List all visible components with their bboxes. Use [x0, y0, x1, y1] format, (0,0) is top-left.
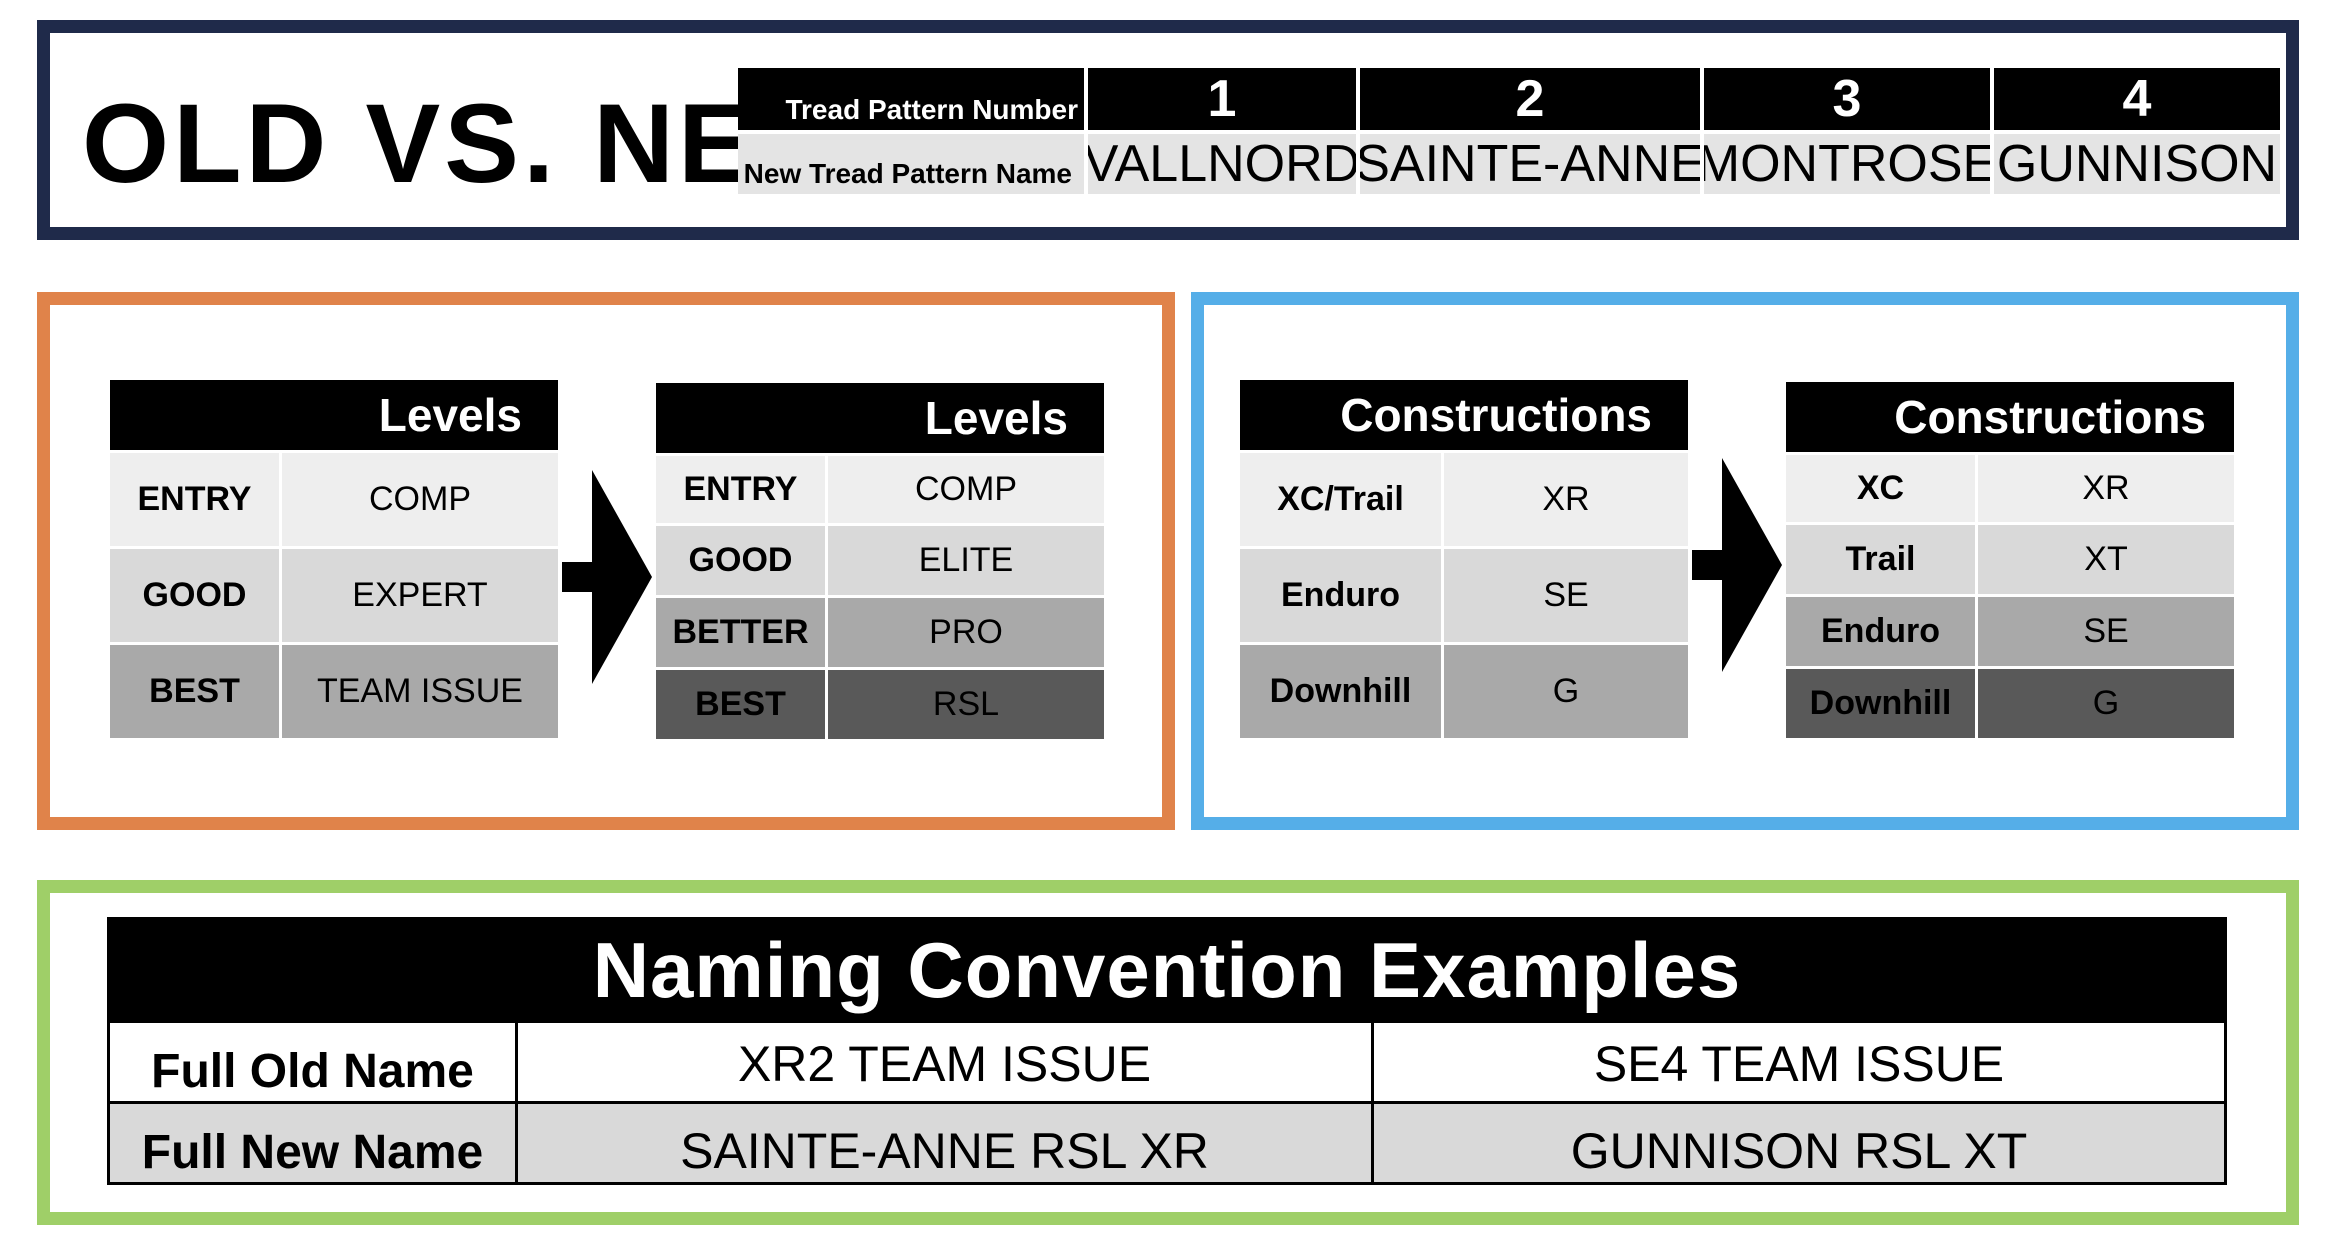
table-row: Enduro SE — [1786, 594, 2234, 666]
row-key: Trail — [1786, 525, 1978, 594]
row-value: TEAM ISSUE — [317, 672, 523, 710]
table-row: Full Old Name XR2 TEAM ISSUE SE4 TEAM IS… — [110, 1020, 2224, 1101]
row-label: Full Old Name — [110, 1023, 518, 1101]
top-panel — [37, 20, 2299, 240]
row-key: Downhill — [1786, 669, 1978, 738]
tread-name-label: New Tread Pattern Name — [738, 130, 1088, 194]
table-row: BEST RSL — [656, 667, 1104, 739]
table-row: Full New Name SAINTE-ANNE RSL XR GUNNISO… — [110, 1101, 2224, 1182]
table-row: Enduro SE — [1240, 546, 1688, 642]
table-row: Trail XT — [1786, 522, 2234, 594]
table-row: XC/Trail XR — [1240, 450, 1688, 546]
constructions-panel — [1191, 292, 2299, 830]
row-value: EXPERT — [352, 576, 488, 614]
constructions-old-header: Constructions — [1240, 380, 1688, 450]
row-value: SE4 TEAM ISSUE — [1593, 1036, 2005, 1092]
table-row: BETTER PRO — [656, 595, 1104, 667]
tread-number-3: 3 — [1704, 68, 1994, 130]
row-value: SAINTE-ANNE RSL XR — [518, 1104, 1374, 1182]
row-key: BEST — [656, 670, 828, 739]
table-row: ENTRY COMP — [656, 453, 1104, 523]
page-title: OLD VS. NEW — [82, 81, 867, 206]
row-key: BEST — [110, 645, 282, 738]
constructions-new-header: Constructions — [1786, 382, 2234, 452]
row-value: GUNNISON RSL XT — [1570, 1123, 2028, 1179]
table-row: ENTRY COMP — [110, 450, 558, 546]
tread-number-row: Tread Pattern Number 1 2 3 4 — [738, 68, 2280, 130]
row-value: XR — [1542, 480, 1590, 518]
row-value: XR2 TEAM ISSUE — [518, 1023, 1374, 1101]
row-value: XR — [2082, 469, 2130, 507]
naming-panel — [37, 880, 2299, 1225]
row-key: BETTER — [656, 598, 828, 667]
table-row: Downhill G — [1786, 666, 2234, 738]
tread-number-2: 2 — [1360, 68, 1704, 130]
row-value: COMP — [369, 480, 471, 518]
row-value: SE — [1543, 576, 1589, 614]
levels-new-table: Levels ENTRY COMP GOOD ELITE BETTER PRO … — [656, 383, 1104, 739]
row-key: XC/Trail — [1240, 453, 1444, 546]
tread-number-1: 1 — [1088, 68, 1360, 130]
row-label: Full New Name — [110, 1104, 518, 1182]
levels-panel — [37, 292, 1175, 830]
levels-old-header: Levels — [110, 380, 558, 450]
tread-name-3: MONTROSE — [1704, 130, 1994, 194]
tread-name-row: New Tread Pattern Name VALLNORD SAINTE-A… — [738, 130, 2280, 194]
row-key: GOOD — [656, 526, 828, 595]
tread-name-4: GUNNISON — [1994, 130, 2280, 194]
row-key: ENTRY — [110, 453, 282, 546]
table-row: Downhill G — [1240, 642, 1688, 738]
levels-old-table: Levels ENTRY COMP GOOD EXPERT BEST TEAM … — [110, 380, 558, 738]
row-value: RSL — [932, 685, 1000, 723]
tread-name-1: VALLNORD — [1088, 130, 1360, 194]
naming-header: Naming Convention Examples — [110, 920, 2224, 1020]
row-key: Enduro — [1240, 549, 1444, 642]
row-value: SE — [2083, 612, 2129, 650]
row-key: Downhill — [1240, 645, 1444, 738]
table-row: GOOD EXPERT — [110, 546, 558, 642]
tread-number-4: 4 — [1994, 68, 2280, 130]
row-value: G — [2092, 684, 2120, 722]
row-value: PRO — [929, 613, 1003, 651]
table-row: BEST TEAM ISSUE — [110, 642, 558, 738]
constructions-old-table: Constructions XC/Trail XR Enduro SE Down… — [1240, 380, 1688, 738]
row-value: ELITE — [918, 541, 1014, 579]
table-row: GOOD ELITE — [656, 523, 1104, 595]
tread-name-2: SAINTE-ANNE — [1360, 130, 1704, 194]
row-key: ENTRY — [656, 456, 828, 523]
row-value: G — [1552, 672, 1580, 710]
arrow-right-icon — [1692, 458, 1782, 672]
row-key: GOOD — [110, 549, 282, 642]
row-key: XC — [1786, 455, 1978, 522]
row-value: COMP — [915, 470, 1017, 508]
levels-new-header: Levels — [656, 383, 1104, 453]
naming-table: Naming Convention Examples Full Old Name… — [107, 917, 2227, 1185]
table-row: XC XR — [1786, 452, 2234, 522]
constructions-new-table: Constructions XC XR Trail XT Enduro SE D… — [1786, 382, 2234, 738]
arrow-right-icon — [562, 470, 652, 684]
tread-number-label: Tread Pattern Number — [738, 68, 1088, 130]
row-value: XT — [2084, 540, 2128, 578]
row-key: Enduro — [1786, 597, 1978, 666]
